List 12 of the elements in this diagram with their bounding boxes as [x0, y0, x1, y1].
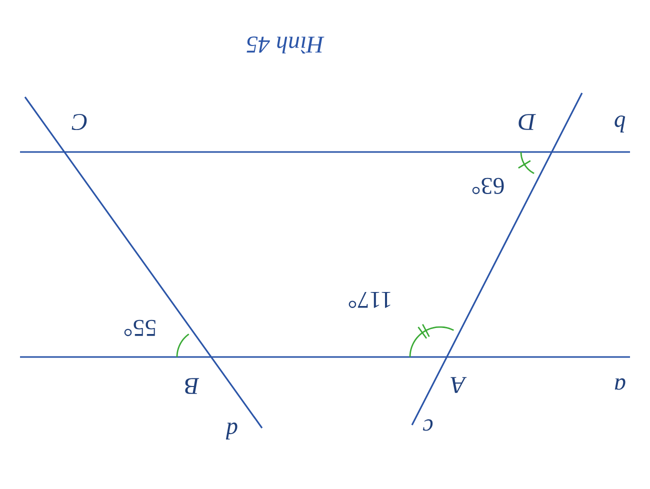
angle-label: 117°	[348, 292, 390, 308]
line-label: d	[226, 422, 238, 440]
line-label: b	[614, 116, 626, 132]
point-label: D	[518, 114, 536, 130]
angle-label: 63°	[472, 178, 504, 194]
figure-caption: Hình 45	[246, 36, 324, 54]
line-label: c	[422, 419, 433, 431]
angle-label: 55°	[124, 320, 156, 336]
point-label: B	[185, 378, 200, 394]
point-label: C	[72, 114, 87, 130]
line-label: a	[614, 378, 626, 390]
point-label: A	[450, 377, 467, 393]
